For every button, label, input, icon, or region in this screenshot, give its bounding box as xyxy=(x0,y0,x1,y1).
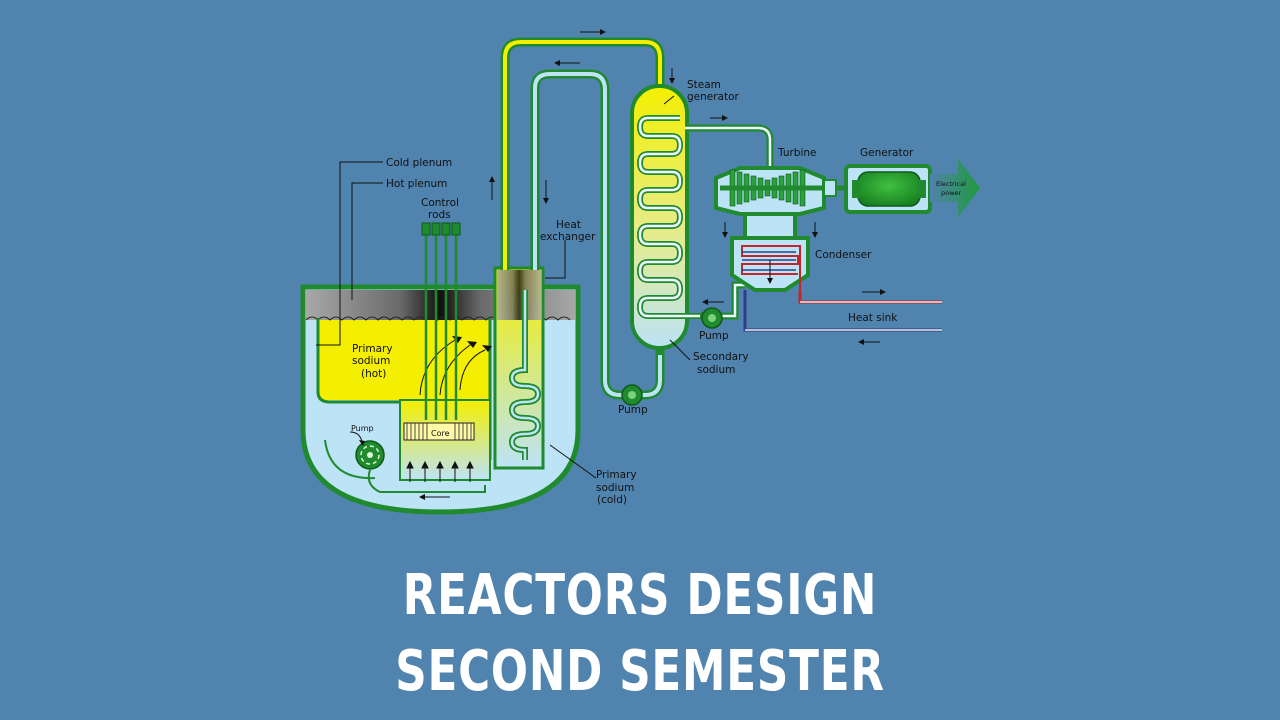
core-label: Core xyxy=(431,429,450,438)
secondary-pump-label: Pump xyxy=(618,404,648,416)
generator-label: Generator xyxy=(860,147,914,159)
primary-cold-label-3: (cold) xyxy=(597,494,627,506)
primary-pump-label: Pump xyxy=(351,424,374,433)
generator xyxy=(844,164,932,214)
hot-plenum-label: Hot plenum xyxy=(386,178,447,190)
secondary-sodium-label-2: sodium xyxy=(697,364,735,376)
secondary-sodium-label-1: Secondary xyxy=(693,351,749,363)
primary-pump xyxy=(349,431,385,470)
electrical-power-label-1: Electrical xyxy=(936,180,966,188)
feed-pump xyxy=(701,307,723,329)
heat-exchanger-label-1: Heat xyxy=(556,219,581,231)
secondary-loop xyxy=(489,29,675,400)
leader-lines xyxy=(316,95,691,479)
steam-generator-label-1: Steam xyxy=(687,79,721,91)
electrical-power-label-2: power xyxy=(941,189,961,197)
cold-plenum-label: Cold plenum xyxy=(386,157,452,169)
primary-hot-label-3: (hot) xyxy=(361,368,386,380)
condenser xyxy=(722,212,818,298)
control-rods-label-1: Control xyxy=(421,197,459,209)
steam-generator xyxy=(630,84,700,355)
primary-hot-label-2: sodium xyxy=(352,355,390,367)
electrical-power-arrow: Electrical power xyxy=(930,158,980,218)
secondary-pump xyxy=(621,384,643,406)
control-rods-label-2: rods xyxy=(428,209,451,221)
heat-sink-pipes xyxy=(743,289,942,345)
title-line-2: SECOND SEMESTER xyxy=(395,639,885,704)
heat-sink-label: Heat sink xyxy=(848,312,898,324)
steam-generator-label-2: generator xyxy=(687,91,740,103)
title-line-1: REACTORS DESIGN xyxy=(402,563,878,628)
primary-cold-label-2: sodium xyxy=(596,482,634,494)
heat-exchanger-label-2: exchanger xyxy=(540,231,596,243)
condenser-label: Condenser xyxy=(815,249,872,261)
primary-hot-label-1: Primary xyxy=(352,343,393,355)
control-rods xyxy=(421,222,461,420)
heat-exchanger xyxy=(493,266,545,470)
turbine-label: Turbine xyxy=(777,147,817,159)
primary-cold-label-1: Primary xyxy=(596,469,637,481)
turbine xyxy=(714,166,850,216)
feed-pump-label: Pump xyxy=(699,330,729,342)
